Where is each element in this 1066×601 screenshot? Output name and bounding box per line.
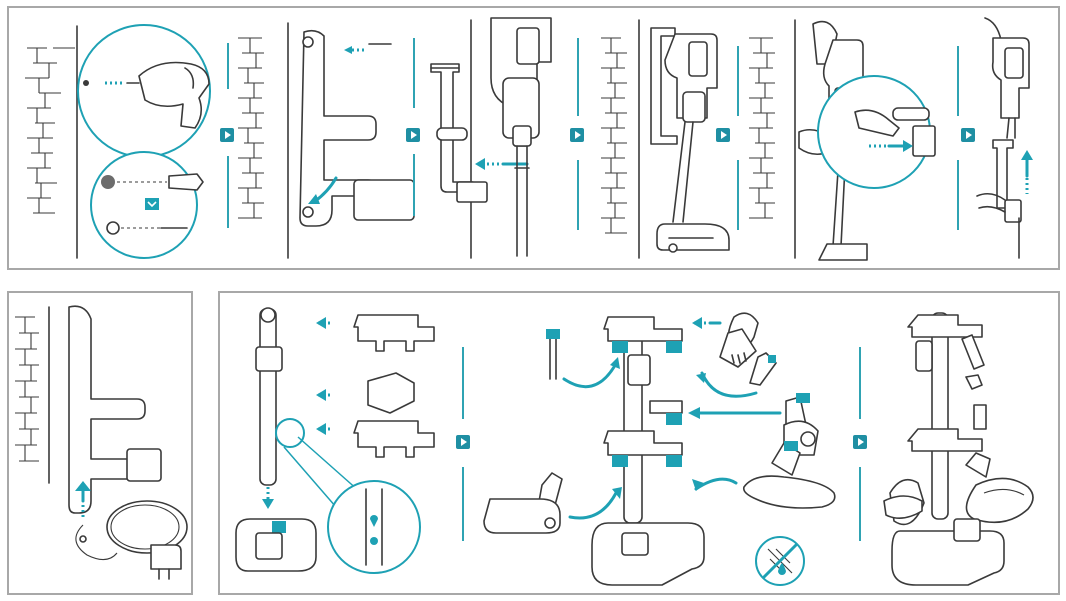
step-divider (227, 156, 229, 228)
step-divider (413, 38, 415, 108)
stand-complete-icon (883, 312, 1034, 586)
next-step-arrow-icon (853, 435, 867, 449)
step-divider (957, 160, 959, 230)
stand-assembly-icon (235, 307, 435, 574)
stand-bracket-pieces (316, 314, 435, 458)
step-stand-complete (880, 293, 1058, 593)
screw-bracket-icon (238, 22, 415, 259)
step-divider (577, 160, 579, 230)
next-step-arrow-icon (570, 128, 584, 142)
step-drill-wall (9, 8, 229, 268)
vacuum-docked-icon (601, 19, 730, 259)
slide-dock-icon (430, 17, 552, 259)
bracket-charger-icon (15, 305, 188, 580)
step-divider (462, 347, 464, 419)
no-water-icon (768, 538, 816, 586)
step-divider (957, 46, 959, 116)
step-divider (859, 347, 861, 419)
step-divider (227, 43, 229, 89)
next-step-arrow-icon (220, 128, 234, 142)
floor-stand-panel (218, 291, 1060, 595)
step-attach-tools (482, 293, 846, 593)
step-divider (737, 160, 739, 230)
step-screw-bracket (234, 8, 415, 268)
step-vacuum-docked (585, 8, 735, 268)
step-divider (413, 154, 415, 216)
next-step-arrow-icon (961, 128, 975, 142)
step-insert-handheld (743, 8, 953, 268)
drill-wall-icon (25, 24, 211, 259)
wall-mount-steps-panel (7, 6, 1060, 270)
step-divider (577, 38, 579, 116)
next-step-arrow-icon (456, 435, 470, 449)
attach-tools-icon (483, 312, 836, 586)
next-step-arrow-icon (406, 128, 420, 142)
wall-bracket-charger-panel (7, 291, 193, 595)
next-step-arrow-icon (716, 128, 730, 142)
insert-handheld-icon (749, 19, 936, 261)
lift-handheld-icon (976, 17, 1033, 259)
step-slide-dock (421, 8, 571, 268)
step-lift-handheld (975, 8, 1058, 268)
step-divider (462, 467, 464, 541)
step-divider (737, 46, 739, 116)
step-stand-assembly (220, 293, 452, 593)
step-divider (859, 467, 861, 541)
